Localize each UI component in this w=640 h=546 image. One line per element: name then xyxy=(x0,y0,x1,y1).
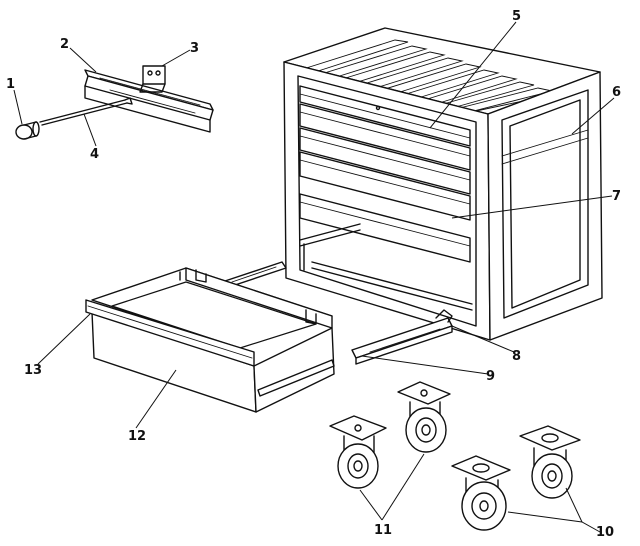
callout-11: 11 xyxy=(374,523,392,538)
handle-clip-part xyxy=(139,65,166,93)
handle-bracket-rail-part xyxy=(84,69,214,133)
callout-12: 12 xyxy=(128,429,146,444)
leader-lines xyxy=(13,21,615,533)
callout-2: 2 xyxy=(60,37,69,52)
callout-labels: 1 2 3 4 5 6 7 8 9 10 11 12 13 xyxy=(6,9,621,540)
callout-4: 4 xyxy=(90,147,99,162)
caster-swivel-left xyxy=(329,415,387,489)
caster-swivel-right xyxy=(397,381,451,453)
caster-rigid-left xyxy=(451,455,511,531)
callout-8: 8 xyxy=(512,349,521,364)
callout-13: 13 xyxy=(24,363,42,378)
knob-part xyxy=(15,121,40,140)
callout-10: 10 xyxy=(596,525,614,540)
hinge-rod-part xyxy=(39,97,133,126)
callout-9: 9 xyxy=(486,369,495,384)
callout-7: 7 xyxy=(612,189,621,204)
callout-5: 5 xyxy=(512,9,521,24)
drawer-part xyxy=(85,267,335,413)
callout-1: 1 xyxy=(6,77,15,92)
cabinet-drawers xyxy=(299,85,473,311)
caster-rigid-right xyxy=(519,425,581,499)
callout-6: 6 xyxy=(612,85,621,100)
tool-cabinet-part xyxy=(283,27,603,341)
callout-3: 3 xyxy=(190,41,199,56)
